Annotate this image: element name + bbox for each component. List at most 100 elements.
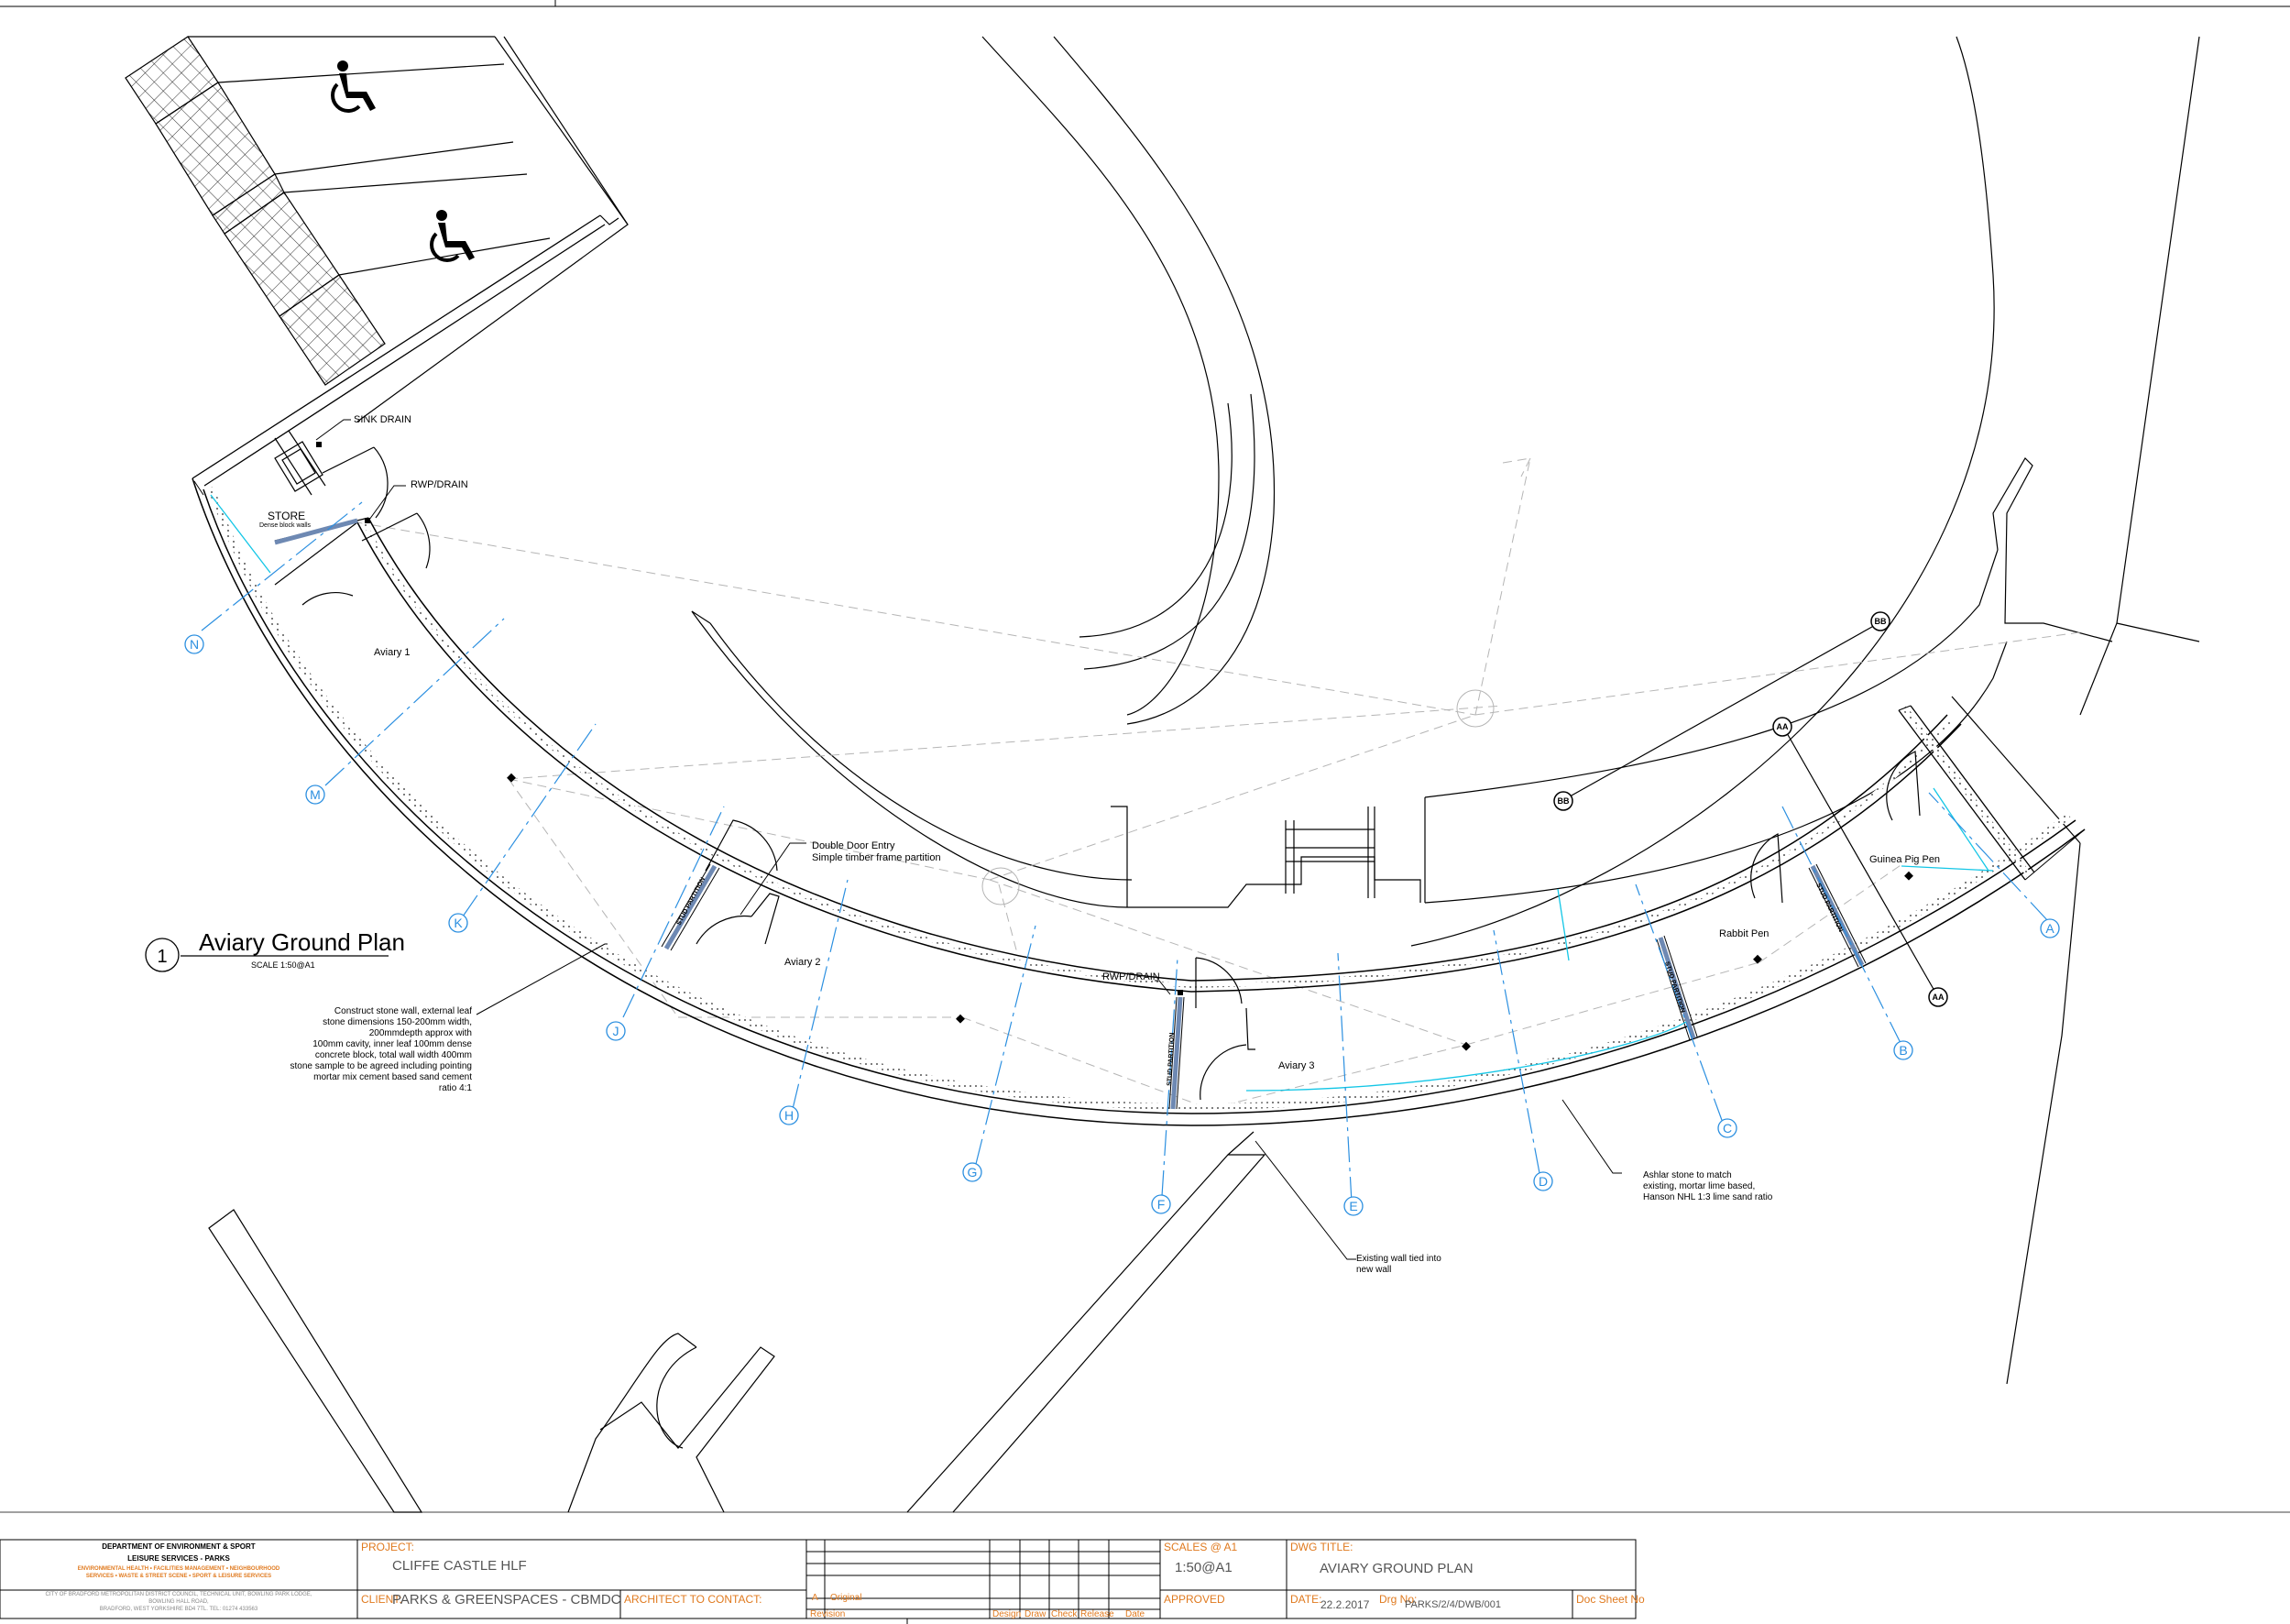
rwp-drain-marker: [365, 518, 370, 523]
svg-text:Existing wall tied into: Existing wall tied into: [1356, 1254, 1441, 1264]
plan-scale: SCALE 1:50@A1: [251, 960, 315, 970]
grid-bubble-labels: A B C D E F G H J K M N: [190, 637, 2054, 1213]
service-runs: [210, 494, 1994, 1092]
rwp-drain-label-2: RWP/DRAIN: [1102, 971, 1160, 982]
room-aviary-2: Aviary 2: [784, 957, 821, 968]
ashlar-note: Ashlar stone to match existing, mortar l…: [1643, 1170, 1773, 1202]
grid-label-d: D: [1539, 1174, 1548, 1189]
door-swings: [301, 446, 1921, 1101]
rwp-drain-marker: [1178, 990, 1183, 995]
col-check: Check: [1051, 1609, 1078, 1619]
svg-text:existing, mortar lime based,: existing, mortar lime based,: [1643, 1181, 1755, 1191]
grid-label-j: J: [613, 1024, 619, 1038]
org-address-1: CITY OF BRADFORD METROPOLITAN DISTRICT C…: [45, 1592, 312, 1597]
svg-text:mortar mix cement based sand c: mortar mix cement based sand cement: [313, 1072, 472, 1082]
grid-label-n: N: [190, 637, 199, 652]
plan-number-circle: [145, 938, 180, 972]
doc-sheet-label: Doc Sheet No: [1576, 1593, 1645, 1606]
org-address-3: BRADFORD, WEST YORKSHIRE BD4 7TL. TEL: 0…: [99, 1607, 258, 1612]
architect-label: ARCHITECT TO CONTACT:: [624, 1593, 762, 1606]
date-label: DATE:: [1290, 1593, 1322, 1606]
approved-label: APPROVED: [1164, 1593, 1225, 1606]
svg-text:concrete block, total wall wid: concrete block, total wall width 400mm: [315, 1050, 472, 1060]
svg-text:Construct stone wall, external: Construct stone wall, external leaf: [334, 1006, 472, 1016]
date-value: 22.2.2017: [1320, 1598, 1370, 1611]
partition-outlines: [661, 863, 1867, 1110]
pen-markers: [507, 773, 1913, 1051]
drg-no-label: Drg No:: [1379, 1593, 1418, 1606]
grid-label-h: H: [784, 1108, 794, 1123]
section-aa-bottom: AA: [1933, 993, 1945, 1002]
double-door-entry-label: Double Door Entry: [812, 840, 895, 851]
revision-header: Revision: [810, 1609, 846, 1619]
org-department: DEPARTMENT OF ENVIRONMENT & SPORT: [102, 1542, 256, 1551]
survey-point-2: [1456, 689, 1495, 728]
section-lines: [1562, 622, 1939, 998]
sink-unit: [274, 441, 323, 492]
drg-no-value: PARKS/2/4/DWB/001: [1405, 1599, 1501, 1610]
partition-label-f: STUD PARTITION: [1167, 1033, 1176, 1086]
timber-partition-label: Simple timber frame partition: [812, 852, 941, 863]
room-store: STORE: [268, 510, 305, 522]
partition-label-j: STUD PARTITION: [676, 876, 707, 927]
scales-label: SCALES @ A1: [1164, 1541, 1238, 1553]
grid-label-b: B: [1899, 1043, 1907, 1058]
room-rabbit-pen: Rabbit Pen: [1719, 928, 1769, 939]
svg-text:new wall: new wall: [1356, 1265, 1391, 1275]
grid-label-k: K: [454, 916, 463, 930]
section-marker-labels: BB BB AA AA: [1558, 617, 1945, 1002]
org-address-2: BOWLING HALL ROAD,: [148, 1599, 209, 1605]
room-aviary-3: Aviary 3: [1278, 1060, 1315, 1071]
grid-label-m: M: [310, 787, 321, 802]
grid-label-g: G: [968, 1165, 978, 1180]
grid-label-c: C: [1723, 1121, 1732, 1136]
col-date: Date: [1125, 1609, 1145, 1619]
leader-lines: [315, 419, 1622, 1260]
plan-title: Aviary Ground Plan: [199, 928, 405, 956]
project-value: CLIFFE CASTLE HLF: [392, 1558, 527, 1574]
section-aa-top: AA: [1777, 722, 1789, 731]
accessible-parking-icon: [430, 210, 475, 262]
org-sections-1: ENVIRONMENTAL HEALTH • FACILITIES MANAGE…: [77, 1566, 280, 1572]
plan-title-block: 1 Aviary Ground Plan SCALE 1:50@A1: [145, 928, 405, 972]
col-release: Release: [1080, 1609, 1114, 1619]
sink-drain-label: SINK DRAIN: [354, 414, 411, 425]
construction-lines: [356, 457, 2081, 1110]
rwp-drain-label: RWP/DRAIN: [411, 479, 468, 490]
svg-text:stone sample to be agreed incl: stone sample to be agreed including poin…: [290, 1061, 472, 1071]
svg-text:stone dimensions 150-200mm wid: stone dimensions 150-200mm width,: [323, 1017, 472, 1027]
svg-text:Ashlar stone to match: Ashlar stone to match: [1643, 1170, 1732, 1180]
room-guinea-pig-pen: Guinea Pig Pen: [1869, 854, 1940, 865]
svg-text:200mmdepth approx with: 200mmdepth approx with: [369, 1028, 472, 1038]
plan-number: 1: [157, 947, 167, 967]
partitions: [274, 518, 1865, 1110]
accessible-parking-icon: [331, 60, 376, 113]
scales-value: 1:50@A1: [1175, 1560, 1233, 1575]
dwg-title-value: AVIARY GROUND PLAN: [1320, 1561, 1474, 1576]
org-sections-2: SERVICES • WASTE & STREET SCENE • SPORT …: [85, 1574, 272, 1579]
building-walls: [192, 214, 2086, 1126]
title-block-frame: [0, 1539, 1637, 1624]
col-design: Design: [992, 1609, 1022, 1619]
svg-text:ratio 4:1: ratio 4:1: [439, 1083, 473, 1093]
revision-desc: Original: [830, 1593, 862, 1603]
project-label: PROJECT:: [361, 1541, 415, 1553]
room-aviary-1: Aviary 1: [374, 647, 411, 658]
sink-drain-marker: [316, 442, 322, 447]
dwg-title-label: DWG TITLE:: [1290, 1541, 1353, 1553]
section-markers: [1553, 611, 1948, 1007]
section-bb-top: BB: [1875, 617, 1887, 626]
grid-label-e: E: [1349, 1199, 1357, 1213]
svg-text:100mm cavity, inner leaf 100mm: 100mm cavity, inner leaf 100mm dense: [312, 1039, 472, 1049]
annotation-labels: SINK DRAIN RWP/DRAIN RWP/DRAIN Double Do…: [354, 414, 1160, 982]
grid-label-f: F: [1157, 1197, 1166, 1212]
grid-bubbles: [184, 634, 2060, 1216]
room-labels: STORE Dense block walls Aviary 1 Aviary …: [259, 510, 1940, 1071]
room-store-note: Dense block walls: [259, 522, 312, 529]
org-service: LEISURE SERVICES - PARKS: [127, 1554, 230, 1563]
survey-point-1: [981, 867, 1020, 905]
grid-lines: [201, 501, 2049, 1203]
parking-area: [125, 36, 629, 422]
grid-label-a: A: [2045, 921, 2054, 936]
